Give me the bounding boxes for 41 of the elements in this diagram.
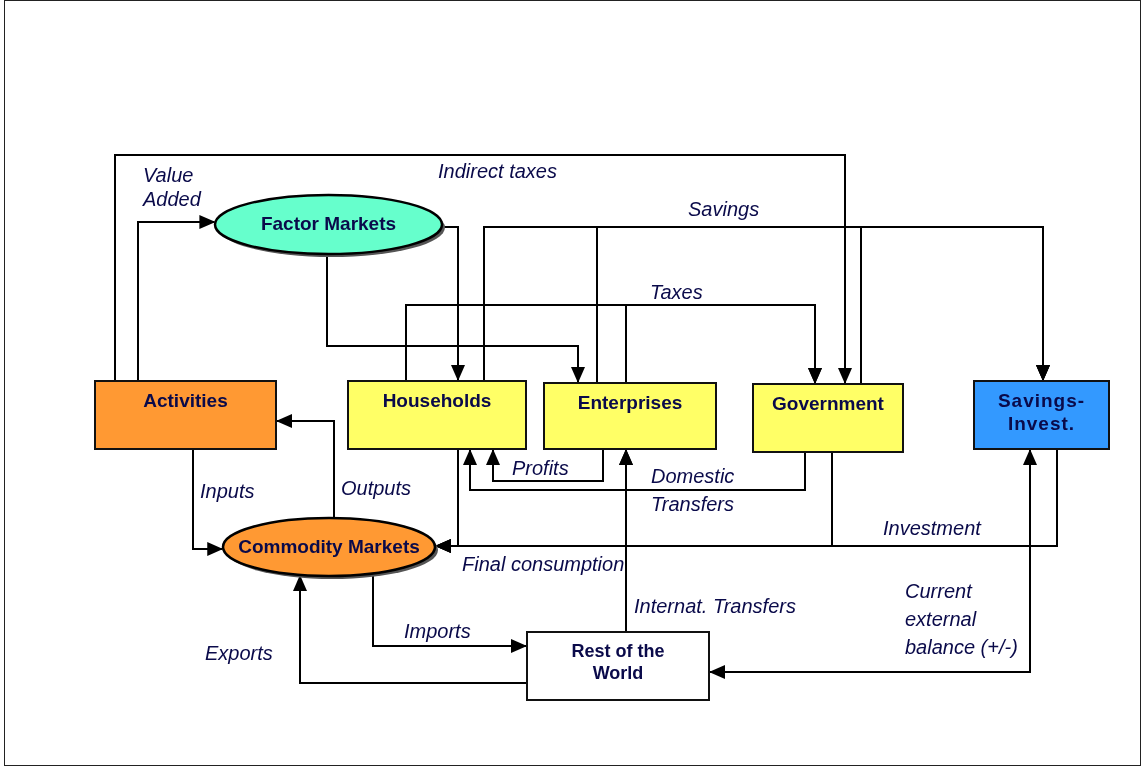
account-box xyxy=(973,380,1110,450)
edge-label: Outputs xyxy=(341,476,412,501)
edge-label: Savings xyxy=(688,197,760,222)
edge-label: Final consumption xyxy=(462,552,625,577)
edge-label: Investment xyxy=(883,516,981,541)
arrow xyxy=(192,449,224,556)
account-box xyxy=(526,631,710,701)
account-box xyxy=(543,382,717,450)
node-label: Factor Markets xyxy=(259,213,398,236)
market-ellipse xyxy=(213,193,444,256)
node-label: Rest of the World xyxy=(570,641,666,685)
edge-label: Imports xyxy=(404,619,471,644)
node-label: Commodity Markets xyxy=(237,535,421,559)
arrow xyxy=(434,452,833,553)
market-ellipse xyxy=(221,516,437,578)
edge-label: Taxes xyxy=(650,280,703,305)
node-label: Government xyxy=(771,393,885,416)
edge-label: Domestic Transfers xyxy=(651,464,736,517)
arrow xyxy=(326,254,585,383)
arrow xyxy=(860,226,1050,384)
node-label: Enterprises xyxy=(576,392,684,415)
node-label: Activities xyxy=(142,390,229,413)
arrow xyxy=(114,154,852,384)
arrow xyxy=(137,215,216,381)
account-box xyxy=(752,383,904,453)
edge-label: Current external balance (+/-) xyxy=(905,579,1019,660)
node-label: Savings- Invest. xyxy=(996,390,1087,436)
arrow xyxy=(486,449,604,482)
account-box xyxy=(347,380,527,450)
arrow xyxy=(276,414,335,519)
arrow xyxy=(619,449,633,632)
edge-label: Indirect taxes xyxy=(438,159,557,184)
arrow xyxy=(709,449,1037,679)
edge-label: Value Added xyxy=(143,163,203,211)
edge-label: Exports xyxy=(205,641,273,666)
edge-label: Inputs xyxy=(200,479,255,504)
arrow xyxy=(625,304,822,384)
node-label: Households xyxy=(381,390,493,413)
account-box xyxy=(94,380,277,450)
edge-label: Internat. Transfers xyxy=(634,594,796,619)
edge-label: Profits xyxy=(512,456,569,481)
